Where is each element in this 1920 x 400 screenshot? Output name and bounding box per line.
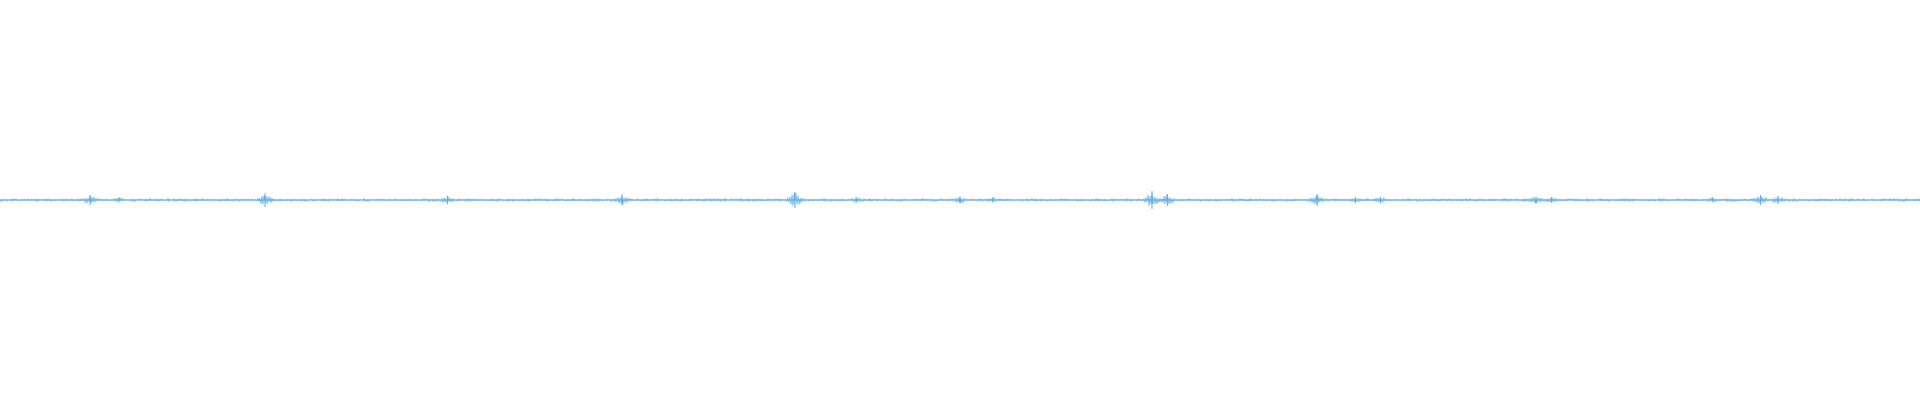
waveform-peaks-group bbox=[89, 191, 1779, 209]
